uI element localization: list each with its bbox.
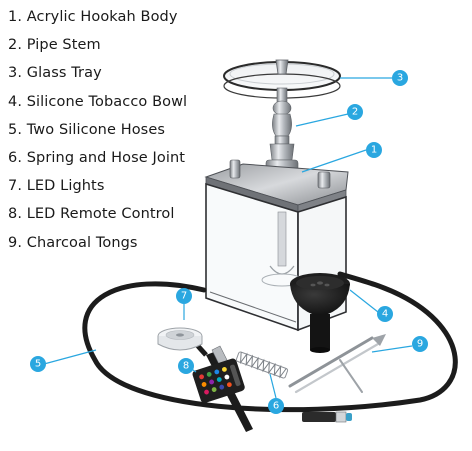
callout-1: 1 xyxy=(366,142,382,158)
part-item-silicone-tobacco-bowl: 4. Silicone Tobacco Bowl xyxy=(8,93,188,110)
callout-9: 9 xyxy=(412,336,428,352)
callout-4: 4 xyxy=(377,306,393,322)
silicone-tobacco-bowl xyxy=(290,273,350,353)
part-item-led-lights: 7. LED Lights xyxy=(8,178,105,195)
callout-5: 5 xyxy=(30,356,46,372)
part-item-glass-tray: 3. Glass Tray xyxy=(8,65,102,82)
led-lights xyxy=(157,327,203,351)
callout-6: 6 xyxy=(268,398,284,414)
svg-text:8: 8 xyxy=(183,361,189,372)
part-item-pipe-stem: 2. Pipe Stem xyxy=(8,37,101,54)
part-item-silicone-hoses: 5. Two Silicone Hoses xyxy=(8,121,165,138)
part-item-spring-hose-joint: 6. Spring and Hose Joint xyxy=(8,149,186,166)
led-remote-control xyxy=(192,358,245,403)
callout-8: 8 xyxy=(178,358,194,374)
part-item-led-remote: 8. LED Remote Control xyxy=(8,206,175,223)
charcoal-tongs xyxy=(288,334,386,394)
callout-7: 7 xyxy=(176,288,192,304)
svg-text:4: 4 xyxy=(382,309,388,320)
callout-leaders xyxy=(43,77,413,399)
svg-text:1: 1 xyxy=(371,145,377,156)
svg-text:7: 7 xyxy=(181,291,187,302)
callout-2: 2 xyxy=(347,104,363,120)
callout-3: 3 xyxy=(392,70,408,86)
svg-text:3: 3 xyxy=(397,73,403,84)
svg-text:2: 2 xyxy=(352,107,358,118)
svg-text:9: 9 xyxy=(417,339,423,350)
svg-text:6: 6 xyxy=(273,401,279,412)
part-item-charcoal-tongs: 9. Charcoal Tongs xyxy=(8,234,138,251)
parts-list: 1. Acrylic Hookah Body 2. Pipe Stem 3. G… xyxy=(8,6,187,260)
part-item-acrylic-hookah-body: 1. Acrylic Hookah Body xyxy=(8,9,178,25)
svg-text:5: 5 xyxy=(35,359,41,370)
spring-hose-joint xyxy=(235,351,289,379)
